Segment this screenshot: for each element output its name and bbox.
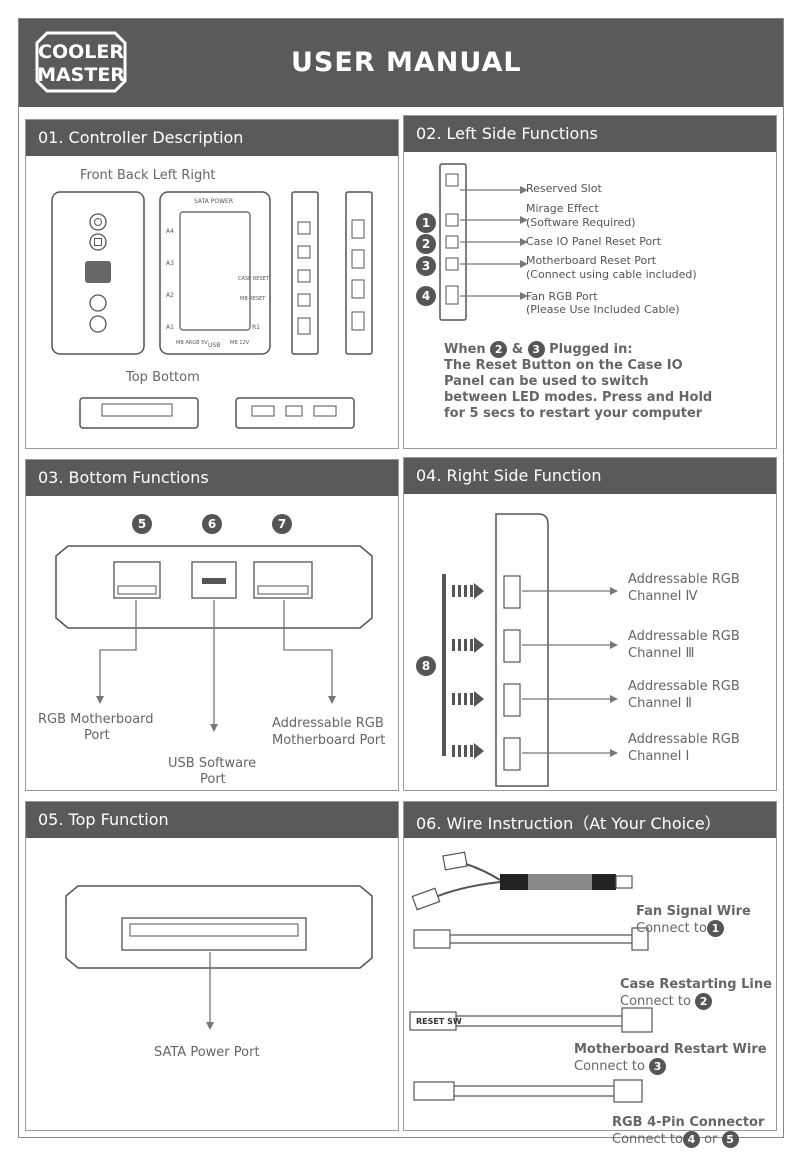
panel-title: 02. Left Side Functions [404, 116, 776, 152]
reserved-slot-label: Reserved Slot [526, 182, 602, 195]
fan-rgb-port-sub: (Please Use Included Cable) [526, 303, 680, 316]
view-labels-top: Front Back Left Right [80, 168, 216, 183]
rgb-mb-port-label-2: Port [84, 728, 110, 743]
badge-8: 8 [416, 656, 436, 676]
mb-restart-connect: Connect to 3 [574, 1058, 667, 1075]
mb-restart-wire-label: Motherboard Restart Wire [574, 1042, 767, 1057]
wires-diagram [409, 851, 653, 1103]
led-mode-note: When 2 & 3 Plugged in: The Reset Button … [444, 341, 713, 421]
channel-2-label-1: Addressable RGB [628, 679, 740, 694]
a2-label: A2 [166, 292, 174, 299]
top-view-diagram [65, 885, 373, 1030]
badge-2: 2 [416, 234, 436, 254]
argb-mb-port-label-1: Addressable RGB [272, 716, 384, 731]
usb-label: USB [208, 342, 221, 349]
badge-3: 3 [416, 256, 436, 276]
channel-3-label-2: Channel Ⅲ [628, 646, 695, 661]
fan-signal-wire-label: Fan Signal Wire [636, 904, 751, 919]
panel-controller-description: 01. Controller Description Front Back Le… [25, 119, 399, 449]
svg-text:COOLER: COOLER [38, 41, 124, 63]
controller-views-diagram [51, 191, 373, 429]
case-reset-label: CASE RESET [238, 276, 269, 282]
mirage-effect-sub: (Software Required) [526, 216, 636, 229]
channel-4-label-1: Addressable RGB [628, 572, 740, 587]
mb-argb-label: MB ARGB 5V [176, 340, 208, 346]
badge-4: 4 [416, 286, 436, 306]
case-restarting-connect: Connect to 2 [620, 993, 713, 1010]
panel-left-side-functions: 02. Left Side Functions Reserved Slot 1 … [403, 115, 777, 449]
a1-label: A1 [166, 324, 174, 331]
channel-1-label-1: Addressable RGB [628, 732, 740, 747]
mirage-effect-label: Mirage Effect [526, 202, 599, 215]
badge-5: 5 [132, 514, 152, 534]
reset-sw-label: RESET SW [416, 1017, 462, 1026]
sata-label: SATA POWER [194, 198, 234, 205]
view-labels-bottom: Top Bottom [126, 370, 200, 385]
usb-port-label-1: USB Software [168, 756, 257, 771]
sata-power-port-label: SATA Power Port [154, 1045, 260, 1060]
panel-title: 04. Right Side Function [404, 458, 776, 494]
rgb-4pin-connector-label: RGB 4-Pin Connector [612, 1115, 765, 1130]
channel-3-label-1: Addressable RGB [628, 629, 740, 644]
case-restarting-line-label: Case Restarting Line [620, 977, 772, 992]
badge-7: 7 [272, 514, 292, 534]
badge-1: 1 [416, 213, 436, 233]
svg-text:MASTER: MASTER [37, 64, 125, 86]
manual-page: COOLER MASTER USER MANUAL 01. Controller… [18, 18, 784, 1148]
mb-reset-port-label: Motherboard Reset Port [526, 254, 657, 267]
page-title: USER MANUAL [291, 47, 522, 78]
panel-right-side-function: 04. Right Side Function 8 Addressable RG… [403, 457, 777, 791]
mb-12v-label: MB 12V [230, 340, 250, 346]
channel-1-label-2: Channel Ⅰ [628, 749, 690, 764]
rgb-mb-port-label-1: RGB Motherboard [38, 712, 154, 727]
badge-6: 6 [202, 514, 222, 534]
channel-2-label-2: Channel Ⅱ [628, 696, 692, 711]
r1-label: R1 [252, 324, 260, 331]
panel-top-function: 05. Top Function SATA Power Port [25, 801, 399, 1131]
usb-port-label-2: Port [200, 772, 226, 787]
panel-title: 03. Bottom Functions [26, 460, 398, 496]
a4-label: A4 [166, 228, 174, 235]
a3-label: A3 [166, 260, 174, 267]
fan-rgb-port-label: Fan RGB Port [526, 290, 598, 303]
bottom-view-diagram [55, 545, 373, 732]
cooler-master-logo: COOLER MASTER [35, 29, 127, 95]
case-io-reset-label: Case IO Panel Reset Port [526, 235, 662, 248]
header-bar: COOLER MASTER USER MANUAL [19, 19, 783, 107]
panel-title: 05. Top Function [26, 802, 398, 838]
panel-title: 01. Controller Description [26, 120, 398, 156]
panel-bottom-functions: 03. Bottom Functions 5 6 7 RGB Motherboa… [25, 459, 399, 791]
argb-mb-port-label-2: Motherboard Port [272, 733, 386, 748]
right-side-diagram [442, 513, 618, 787]
mb-reset-label: MB RESET [240, 296, 266, 302]
channel-4-label-2: Channel Ⅳ [628, 589, 698, 604]
left-side-diagram [439, 163, 528, 321]
panel-title: 06. Wire Instruction（At Your Choice） [404, 802, 776, 838]
mb-reset-port-sub: (Connect using cable included) [526, 268, 697, 281]
panel-wire-instruction: 06. Wire Instruction（At Your Choice） [403, 801, 777, 1148]
